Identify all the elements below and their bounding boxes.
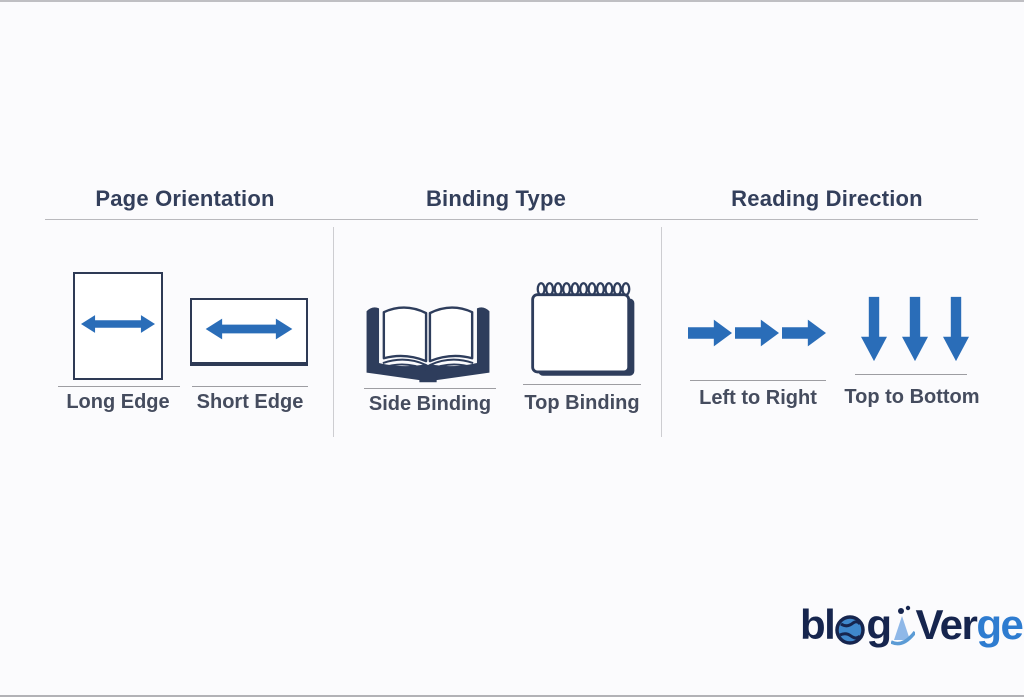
label-rule: [58, 386, 180, 387]
portrait-page-card: [73, 272, 163, 380]
spiral-notepad-icon: [527, 279, 640, 387]
column-divider-1: [333, 227, 334, 437]
label-short-edge: Short Edge: [196, 391, 304, 413]
landscape-page-card: [190, 298, 308, 366]
logo-text-ge: ge: [976, 601, 1024, 648]
open-book-icon: [358, 292, 498, 393]
label-rule: [855, 374, 967, 375]
horizontal-double-arrow-icon: [203, 316, 295, 347]
three-down-arrows-icon: [861, 291, 969, 367]
heading-reading-direction: Reading Direction: [731, 186, 923, 211]
three-right-arrows-icon: [688, 318, 826, 348]
logo-text-bl: bl: [800, 601, 836, 648]
label-top-to-bottom: Top to Bottom: [844, 386, 980, 408]
logo-text-g: g: [866, 601, 892, 648]
bottom-edge-line: [0, 695, 1024, 697]
globe-icon: [835, 615, 866, 645]
label-side-binding: Side Binding: [368, 393, 492, 415]
blogverge-logo: bl g Ver ge: [800, 601, 1024, 648]
label-rule: [690, 380, 826, 381]
column-divider-2: [661, 227, 662, 437]
rocket-swoosh-icon: [891, 602, 916, 646]
top-edge-line: [0, 0, 1024, 2]
heading-binding-type: Binding Type: [425, 186, 567, 211]
label-rule: [192, 386, 308, 387]
label-rule: [523, 384, 641, 385]
heading-underline-rule: [45, 219, 978, 220]
heading-page-orientation: Page Orientation: [95, 186, 275, 211]
horizontal-double-arrow-icon: [81, 311, 155, 342]
logo-text-ver: Ver: [915, 601, 977, 648]
label-long-edge: Long Edge: [66, 391, 170, 413]
label-rule: [364, 388, 496, 389]
label-left-to-right: Left to Right: [699, 387, 817, 409]
label-top-binding: Top Binding: [524, 392, 640, 414]
